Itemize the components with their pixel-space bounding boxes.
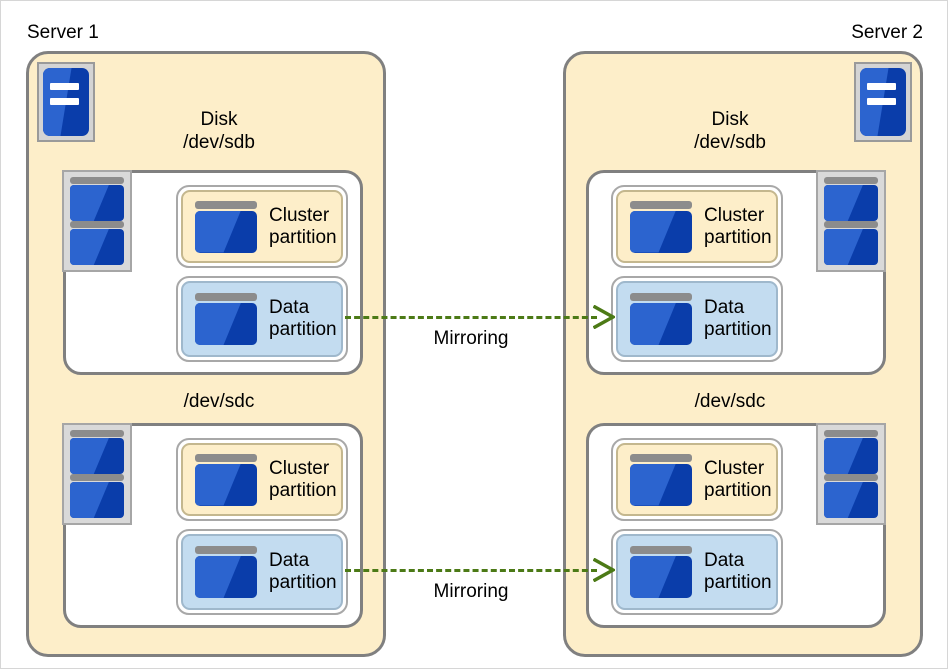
partition-glyph-icon — [195, 200, 257, 253]
server2-sdc-disk-icon — [816, 423, 886, 525]
partition-label: Cluster partition — [269, 457, 337, 501]
partition-label: Cluster partition — [269, 204, 337, 248]
server2-sdb-cluster-partition[interactable]: Cluster partition — [611, 185, 783, 268]
partition-label: Cluster partition — [704, 457, 772, 501]
mirroring-line-sdb — [345, 316, 597, 319]
partition-label: Data partition — [269, 550, 337, 593]
server1-container: Disk /dev/sdb Cluster partition Data par… — [26, 51, 386, 657]
partition-glyph-icon — [630, 453, 692, 506]
server2-sdc-data-partition[interactable]: Data partition — [611, 529, 783, 615]
server1-sdc-data-partition[interactable]: Data partition — [176, 529, 348, 615]
server-chassis — [860, 68, 906, 136]
server2-title: Server 2 — [851, 22, 923, 43]
server2-container: Disk /dev/sdb Cluster partition Data par… — [563, 51, 923, 657]
mirroring-line-sdc — [345, 569, 597, 572]
server1-sdb-disk-icon — [62, 170, 132, 272]
server-chassis — [43, 68, 89, 136]
server-machine-icon — [854, 62, 912, 142]
server-slot-bar — [867, 82, 896, 91]
server2-disk-sdb-caption: Disk /dev/sdb — [694, 109, 766, 153]
partition-label: Data partition — [704, 297, 772, 340]
server2-sdc-cluster-partition[interactable]: Cluster partition — [611, 438, 783, 521]
server1-disk-sdb-caption: Disk /dev/sdb — [183, 109, 255, 153]
partition-label: Cluster partition — [704, 204, 772, 248]
partition-glyph-icon — [195, 546, 257, 598]
partition-glyph-icon — [630, 200, 692, 253]
server2-disk-sdc-caption: /dev/sdc — [694, 391, 766, 412]
server-machine-icon — [37, 62, 95, 142]
server2-sdb-data-partition[interactable]: Data partition — [611, 276, 783, 362]
partition-label: Data partition — [704, 550, 772, 593]
mirroring-label-sdc: Mirroring — [433, 581, 509, 602]
server1-disk-sdc-caption: /dev/sdc — [183, 391, 255, 412]
mirroring-label-sdb: Mirroring — [433, 328, 509, 349]
partition-glyph-icon — [195, 453, 257, 506]
server1-disk-sdb-group: Cluster partition Data partition — [63, 170, 363, 375]
server2-sdb-disk-icon — [816, 170, 886, 272]
server1-sdc-disk-icon — [62, 423, 132, 525]
server-slot-bar — [50, 97, 79, 106]
partition-glyph-icon — [630, 546, 692, 598]
partition-label: Data partition — [269, 297, 337, 340]
server1-title: Server 1 — [27, 22, 99, 43]
partition-glyph-icon — [195, 293, 257, 345]
partition-glyph-icon — [630, 293, 692, 345]
server-slot-bar — [867, 97, 896, 106]
server1-sdb-data-partition[interactable]: Data partition — [176, 276, 348, 362]
server1-sdb-cluster-partition[interactable]: Cluster partition — [176, 185, 348, 268]
server1-disk-sdc-group: Cluster partition Data partition — [63, 423, 363, 628]
server-slot-bar — [50, 82, 79, 91]
server1-sdc-cluster-partition[interactable]: Cluster partition — [176, 438, 348, 521]
